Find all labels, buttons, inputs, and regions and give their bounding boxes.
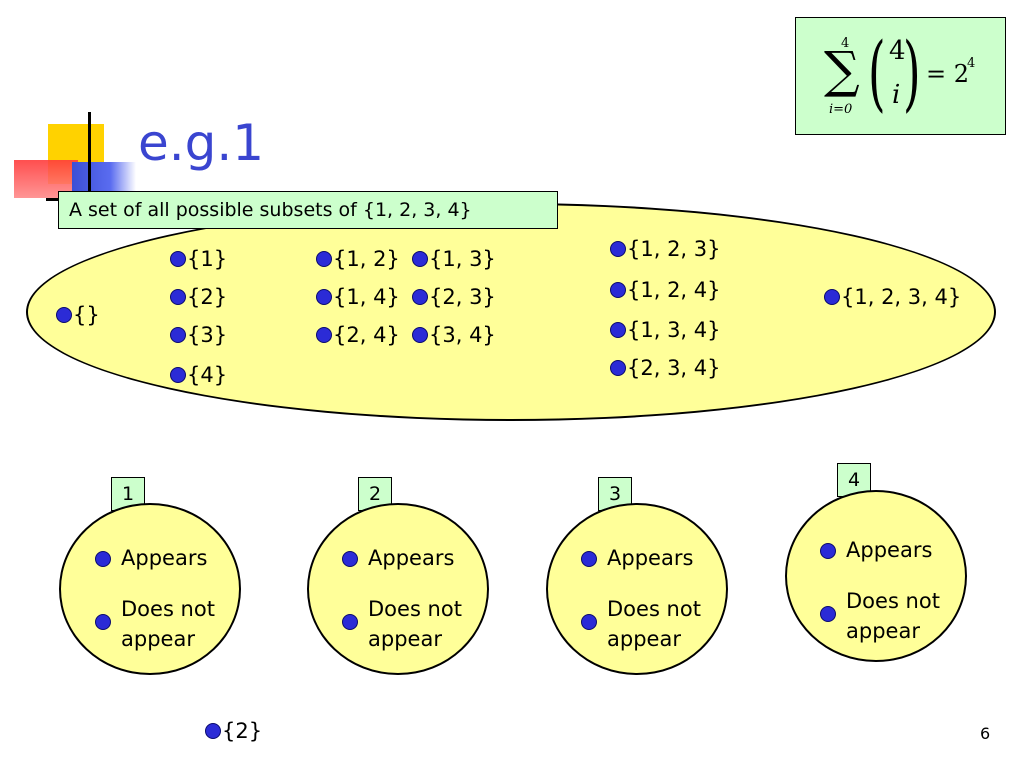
bullet-dot-icon bbox=[170, 289, 186, 305]
subset-item: {1, 2, 3, 4} bbox=[824, 284, 961, 310]
bullet-dot-icon bbox=[610, 360, 626, 376]
subset-item: {} bbox=[56, 302, 100, 328]
bullet-dot-icon bbox=[581, 614, 597, 630]
binom-left-paren: ( bbox=[868, 26, 886, 121]
subset-item: {1, 2} bbox=[316, 246, 400, 272]
bullet-dot-icon bbox=[412, 289, 428, 305]
bullet-dot-icon bbox=[170, 327, 186, 343]
sum-symbol: ∑ bbox=[824, 41, 860, 99]
subset-item: {1} bbox=[170, 246, 227, 272]
example-subset: {2} bbox=[205, 718, 262, 744]
bullet-dot-icon bbox=[95, 614, 111, 630]
subset-item: {1, 4} bbox=[316, 284, 400, 310]
binom-bottom: i bbox=[892, 80, 901, 110]
bullet-dot-icon bbox=[316, 289, 332, 305]
bullet-dot-icon bbox=[205, 723, 221, 739]
subset-item: {1, 3} bbox=[412, 246, 496, 272]
bullet-dot-icon bbox=[824, 289, 840, 305]
bullet-dot-icon bbox=[316, 327, 332, 343]
subset-item: {1, 2, 4} bbox=[610, 277, 721, 303]
title-ornament-vline bbox=[88, 112, 91, 208]
subset-item: {3, 4} bbox=[412, 322, 496, 348]
formula-exponent: 4 bbox=[967, 56, 976, 71]
power-set-ellipse bbox=[26, 203, 996, 421]
bullet-dot-icon bbox=[412, 251, 428, 267]
bullet-dot-icon bbox=[412, 327, 428, 343]
choice-ellipse bbox=[785, 490, 967, 662]
subset-item: {2, 3, 4} bbox=[610, 355, 721, 381]
choice-ellipse bbox=[307, 503, 489, 675]
subset-item: {2} bbox=[170, 284, 227, 310]
bullet-dot-icon bbox=[581, 551, 597, 567]
slide-title: e.g.1 bbox=[138, 114, 265, 172]
bullet-dot-icon bbox=[610, 282, 626, 298]
bullet-dot-icon bbox=[170, 251, 186, 267]
sum-upper-limit: 4 bbox=[841, 36, 850, 51]
formula-box: 4 ∑ i=0 ( 4 i ) = 2 4 bbox=[795, 17, 1006, 135]
bullet-dot-icon bbox=[610, 322, 626, 338]
bullet-dot-icon bbox=[56, 307, 72, 323]
formula-result: = 2 bbox=[926, 60, 970, 88]
bullet-dot-icon bbox=[342, 551, 358, 567]
bullet-dot-icon bbox=[820, 606, 836, 622]
page-number: 6 bbox=[980, 724, 991, 743]
choice-ellipse bbox=[546, 503, 728, 675]
subset-item: {4} bbox=[170, 362, 227, 388]
subset-item: {2, 4} bbox=[316, 322, 400, 348]
subset-item: {3} bbox=[170, 322, 227, 348]
bullet-dot-icon bbox=[170, 367, 186, 383]
bullet-dot-icon bbox=[342, 614, 358, 630]
choice-ellipse bbox=[59, 503, 241, 675]
bullet-dot-icon bbox=[820, 543, 836, 559]
binom-right-paren: ) bbox=[903, 26, 921, 121]
subset-item: {1, 3, 4} bbox=[610, 317, 721, 343]
bullet-dot-icon bbox=[316, 251, 332, 267]
sum-lower-limit: i=0 bbox=[829, 102, 853, 117]
binom-top: 4 bbox=[889, 36, 906, 66]
subset-item: {2, 3} bbox=[412, 284, 496, 310]
power-set-caption: A set of all possible subsets of {1, 2, … bbox=[58, 191, 558, 229]
bullet-dot-icon bbox=[95, 551, 111, 567]
subset-item: {1, 2, 3} bbox=[610, 236, 721, 262]
bullet-dot-icon bbox=[610, 241, 626, 257]
